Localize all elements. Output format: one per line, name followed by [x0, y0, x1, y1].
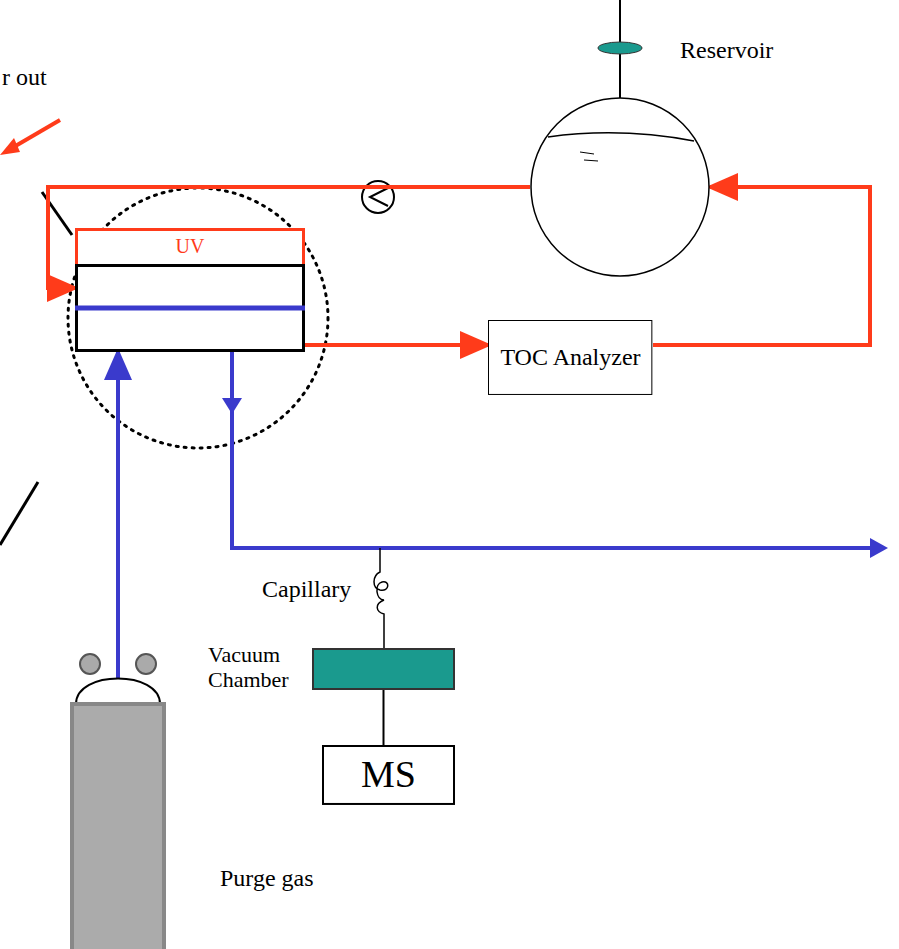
- frame-line: [0, 482, 38, 545]
- pump-symbol: [370, 188, 388, 206]
- gas-outlet-line: [230, 546, 872, 550]
- flow-connector: [116, 352, 120, 686]
- gas-cylinder: Purge gas: [70, 652, 166, 949]
- reservoir-vessel-outline: [530, 97, 710, 277]
- outlet-line: [12, 120, 60, 148]
- node-label: Reservoir: [680, 37, 773, 65]
- process-box: MS: [322, 745, 455, 805]
- gas-outlet-line: [230, 352, 234, 548]
- vacuum-chamber-box: Vacuum Chamber: [312, 648, 455, 690]
- node-label: MS: [355, 753, 422, 797]
- part-label: Capillary: [262, 576, 351, 604]
- stirrer-disc: [598, 42, 642, 54]
- node-label: Vacuum Chamber: [208, 642, 306, 693]
- reservoir-vessel: Reservoir: [530, 97, 710, 277]
- node-label: Purge gas: [220, 865, 314, 893]
- outlet-arrowhead: [0, 138, 20, 155]
- flow-connector: [383, 690, 385, 745]
- node-label: TOC Analyzer: [494, 344, 646, 372]
- gas-outlet-arrowhead: [222, 398, 242, 414]
- vacuum-chamber-box-outline: [312, 648, 455, 690]
- cell-highlight-circle: [68, 188, 328, 448]
- uv-membrane-cell: UV: [75, 228, 305, 352]
- node-label: UV: [176, 235, 205, 258]
- process-box: TOC Analyzer: [488, 320, 653, 395]
- flow-connector: [305, 343, 488, 347]
- gas-outlet-arrowhead: [870, 538, 888, 558]
- outlet-label: r out: [2, 64, 47, 92]
- gas-cylinder-outline: [70, 652, 166, 949]
- capillary-tube: [374, 548, 388, 648]
